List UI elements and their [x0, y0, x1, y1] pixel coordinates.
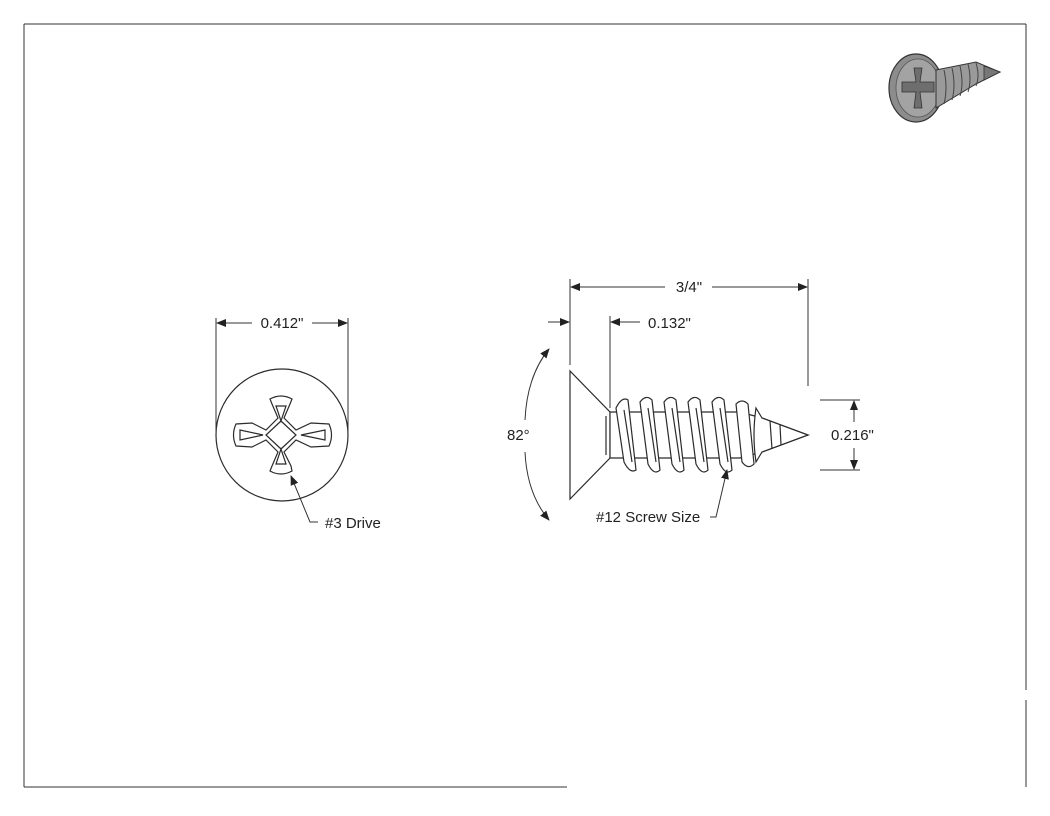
- drive-callout: #3 Drive: [290, 475, 381, 532]
- head-angle-dimension: 82°: [507, 348, 550, 521]
- drive-callout-label: #3 Drive: [325, 515, 381, 532]
- head-height-dimension: 0.132": [548, 315, 691, 408]
- screw-side-view: [569, 369, 810, 501]
- overall-length-label: 3/4": [676, 279, 702, 296]
- head-diameter-dimension: 0.412": [215, 315, 349, 432]
- thread-diameter-dimension: 0.216": [820, 399, 874, 471]
- head-diameter-label: 0.412": [261, 315, 304, 332]
- thread-diameter-label: 0.216": [831, 427, 874, 444]
- head-top-view: [215, 368, 349, 502]
- screw-size-callout-label: #12 Screw Size: [596, 509, 700, 526]
- overall-length-dimension: 3/4": [569, 279, 809, 386]
- screw-thumbnail: [888, 53, 1002, 123]
- head-height-label: 0.132": [648, 315, 691, 332]
- head-angle-label: 82°: [507, 427, 530, 444]
- screw-size-callout: #12 Screw Size: [596, 469, 729, 526]
- sheet-border: [23, 23, 1027, 788]
